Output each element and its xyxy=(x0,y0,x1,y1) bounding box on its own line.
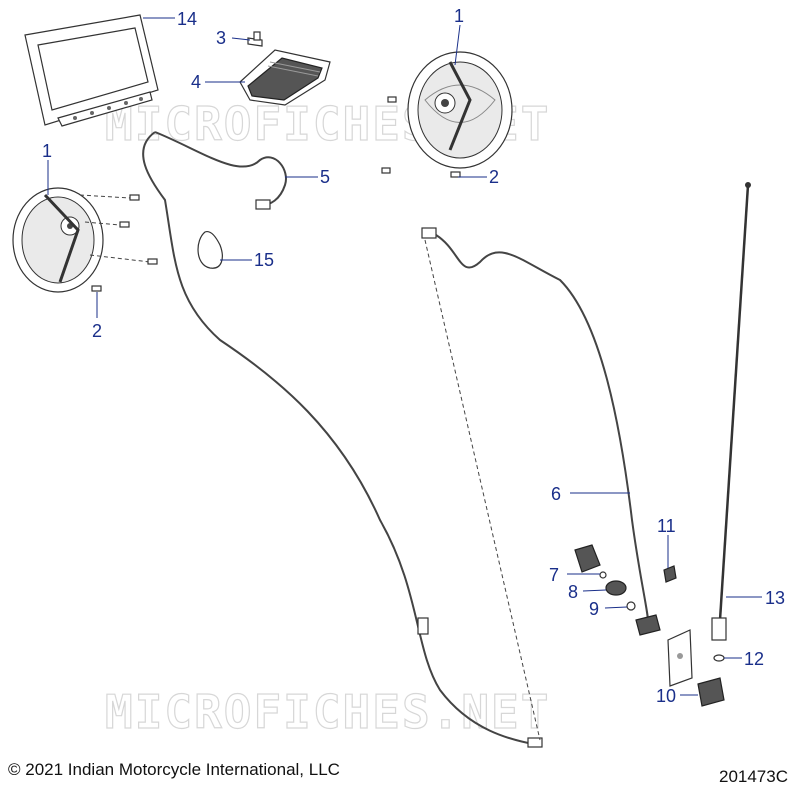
screw-part-3 xyxy=(247,31,263,47)
leader-8 xyxy=(582,589,607,592)
callout-3: 3 xyxy=(216,28,226,48)
display-screen-part xyxy=(24,14,159,127)
diagram-id: 201473C xyxy=(718,767,788,786)
callout-4: 4 xyxy=(191,72,201,92)
callout-14: 14 xyxy=(177,9,197,29)
amplifier-module-part xyxy=(239,49,331,106)
leader-3 xyxy=(231,37,251,41)
callout-10: 10 xyxy=(656,686,676,706)
callout-2-left: 2 xyxy=(92,321,102,341)
callout-2-top: 2 xyxy=(489,167,499,187)
antenna-base-parts xyxy=(667,629,725,707)
watermark-bottom: MICROFICHES.NET xyxy=(105,685,550,739)
callout-9: 9 xyxy=(589,599,599,619)
callout-8: 8 xyxy=(568,582,578,602)
callout-13: 13 xyxy=(765,588,785,608)
callout-15: 15 xyxy=(254,250,274,270)
antenna-mast-part xyxy=(711,182,751,641)
antenna-mount-parts xyxy=(574,544,677,636)
speaker-part-top xyxy=(407,51,513,169)
leader-1-top xyxy=(454,24,461,66)
callout-12: 12 xyxy=(744,649,764,669)
callout-11: 11 xyxy=(657,516,676,536)
cable-tie-part xyxy=(197,230,223,269)
copyright-text: © 2021 Indian Motorcycle International, … xyxy=(8,760,340,779)
callout-1-top: 1 xyxy=(454,6,464,26)
harness-cable-part-5 xyxy=(142,131,543,748)
leader-9 xyxy=(604,606,628,609)
speaker-part-left xyxy=(12,187,158,293)
callout-6: 6 xyxy=(551,484,561,504)
antenna-cable-part-6 xyxy=(421,227,650,741)
callout-1-left: 1 xyxy=(42,141,52,161)
callout-7: 7 xyxy=(549,565,559,585)
callout-5: 5 xyxy=(320,167,330,187)
screw-part-2-top xyxy=(381,96,461,178)
